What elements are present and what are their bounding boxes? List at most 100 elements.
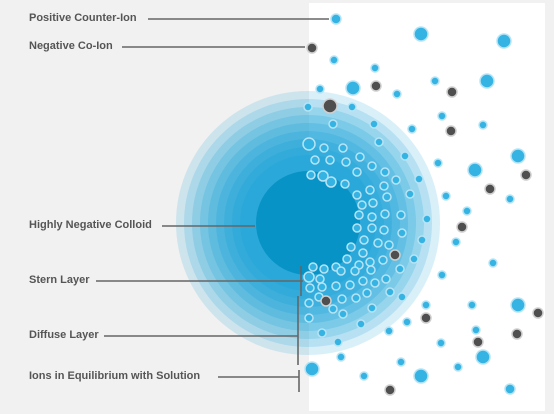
positive-counter-ion-dot [510,297,526,313]
positive-counter-ion-dot [354,210,364,220]
positive-counter-ion-dot [453,362,463,372]
positive-counter-ion-dot [331,281,341,291]
positive-counter-ion-dot [365,185,375,195]
positive-counter-ion-dot [505,194,515,204]
positive-counter-ion-dot [392,89,402,99]
positive-counter-ion-dot [352,223,362,233]
negative-co-ion-dot [511,328,523,340]
positive-counter-ion-dot [365,257,375,267]
positive-counter-ion-dot [352,167,362,177]
positive-counter-ion-dot [302,137,316,151]
positive-counter-ion-dot [467,300,477,310]
positive-counter-ion-dot [367,161,377,171]
positive-counter-ion-dot [325,155,335,165]
positive-counter-ion-dot [385,287,395,297]
positive-counter-ion-dot [391,175,401,185]
positive-counter-ion-dot [384,326,394,336]
positive-counter-ion-dot [402,317,412,327]
positive-counter-ion-dot [347,102,357,112]
negative-co-ion-dot [306,42,318,54]
positive-counter-ion-dot [330,13,342,25]
positive-counter-ion-dot [380,167,390,177]
positive-counter-ion-dot [325,176,337,188]
positive-counter-ion-dot [397,292,407,302]
positive-counter-ion-dot [362,288,372,298]
positive-counter-ion-dot [405,189,415,199]
positive-counter-ion-dot [308,262,318,272]
positive-counter-ion-dot [380,209,390,219]
negative-co-ion-dot [472,336,484,348]
positive-counter-ion-dot [382,192,392,202]
positive-counter-ion-dot [315,274,325,284]
label-highly-negative-colloid: Highly Negative Colloid [29,219,152,231]
positive-counter-ion-dot [328,304,338,314]
positive-counter-ion-dot [303,102,313,112]
positive-counter-ion-dot [467,162,483,178]
positive-counter-ion-dot [367,212,377,222]
positive-counter-ion-dot [304,361,320,377]
positive-counter-ion-dot [422,214,432,224]
positive-counter-ion-dot [341,157,351,167]
positive-counter-ion-dot [413,368,429,384]
positive-counter-ion-dot [421,300,431,310]
positive-counter-ion-dot [437,270,447,280]
ion-field [302,13,544,396]
positive-counter-ion-dot [336,266,346,276]
label-diffuse-layer: Diffuse Layer [29,329,99,341]
positive-counter-ion-dot [337,294,347,304]
positive-counter-ion-dot [510,148,526,164]
positive-counter-ion-dot [356,319,366,329]
positive-counter-ion-dot [417,235,427,245]
positive-counter-ion-dot [345,280,355,290]
positive-counter-ion-dot [359,371,369,381]
positive-counter-ion-dot [346,242,356,252]
negative-co-ion-dot [456,221,468,233]
positive-counter-ion-dot [430,76,440,86]
negative-co-ion-dot [320,295,332,307]
positive-counter-ion-dot [381,274,391,284]
positive-counter-ion-dot [367,223,377,233]
positive-counter-ion-dot [441,191,451,201]
positive-counter-ion-dot [352,190,362,200]
positive-counter-ion-dot [340,179,350,189]
positive-counter-ion-dot [319,143,329,153]
positive-counter-ion-dot [358,248,368,258]
positive-counter-ion-dot [304,313,314,323]
positive-counter-ion-dot [305,283,315,293]
positive-counter-ion-dot [319,264,329,274]
positive-counter-ion-dot [359,235,369,245]
positive-counter-ion-dot [304,298,314,308]
positive-counter-ion-dot [379,181,389,191]
positive-counter-ion-dot [370,63,380,73]
colloid-core-icon [256,171,360,275]
positive-counter-ion-dot [409,254,419,264]
positive-counter-ion-dot [478,120,488,130]
negative-co-ion-dot [520,169,532,181]
positive-counter-ion-dot [378,255,388,265]
positive-counter-ion-dot [329,55,339,65]
negative-co-ion-dot [384,384,396,396]
positive-counter-ion-dot [384,240,394,250]
positive-counter-ion-dot [345,80,361,96]
positive-counter-ion-dot [471,325,481,335]
positive-counter-ion-dot [395,264,405,274]
negative-co-ion-dot [445,125,457,137]
positive-counter-ion-dot [396,357,406,367]
positive-counter-ion-dot [368,198,378,208]
positive-counter-ion-dot [414,174,424,184]
leader-lines [96,18,329,392]
negative-co-ion-dot [446,86,458,98]
negative-co-ion-dot [420,312,432,324]
positive-counter-ion-dot [328,119,338,129]
positive-counter-ion-dot [315,84,325,94]
positive-counter-ion-dot [374,137,384,147]
positive-counter-ion-dot [413,26,429,42]
negative-co-ion-dot [484,183,496,195]
positive-counter-ion-dot [310,155,320,165]
label-stern-layer: Stern Layer [29,274,90,286]
positive-counter-ion-dot [336,352,346,362]
positive-counter-ion-dot [338,143,348,153]
positive-counter-ion-dot [333,337,343,347]
positive-counter-ion-dot [317,282,327,292]
